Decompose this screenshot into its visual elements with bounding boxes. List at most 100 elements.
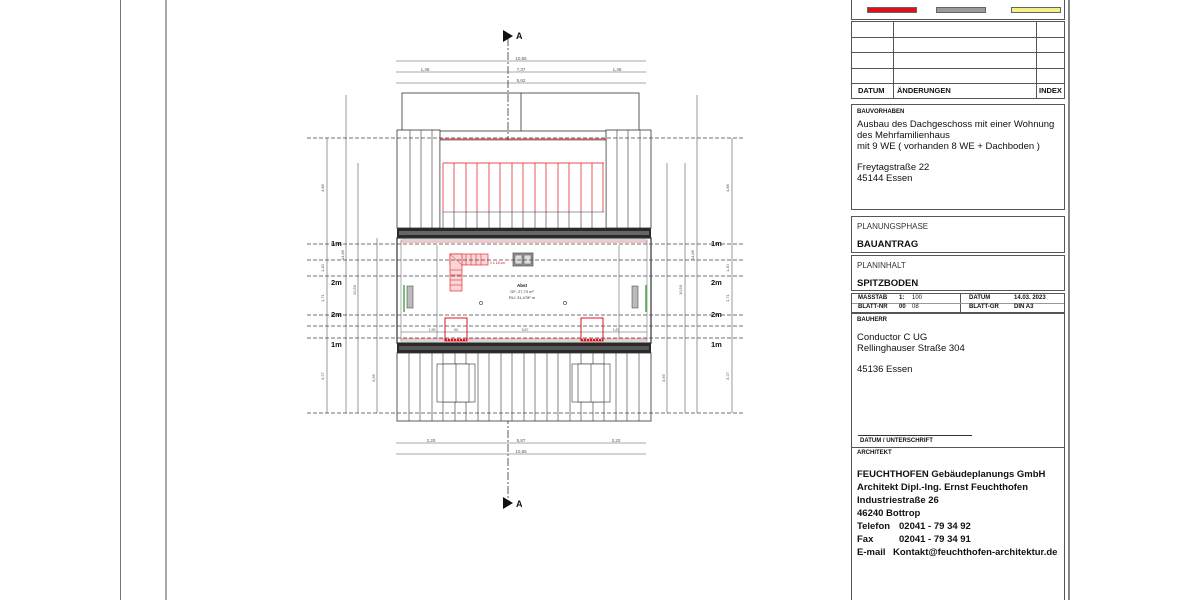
planungsphase-value: BAUANTRAG <box>857 239 919 250</box>
datum-label: DATUM <box>969 295 991 301</box>
blatt-nr-value: 00 <box>899 304 906 310</box>
svg-text:90: 90 <box>454 328 458 332</box>
svg-text:1,71: 1,71 <box>725 293 730 302</box>
svg-text:2m: 2m <box>331 310 342 319</box>
svg-text:1,45: 1,45 <box>421 67 430 72</box>
svg-text:4,88: 4,88 <box>725 183 730 192</box>
svg-text:14,86: 14,86 <box>340 249 345 260</box>
changes-table: DATUM ÄNDERUNGEN INDEX <box>851 21 1065 99</box>
architekt-box: ARCHITEKT FEUCHTHOFEN Gebäudeplanungs Gm… <box>851 447 1065 600</box>
changes-header-date: DATUM <box>858 86 885 95</box>
svg-text:2m: 2m <box>331 278 342 287</box>
floor-plan-drawing: A A 10,65 7,37 1,45 1,45 5,62 <box>307 30 745 509</box>
svg-text:A: A <box>516 31 523 41</box>
svg-text:14,86: 14,86 <box>690 249 695 260</box>
svg-text:3,56: 3,56 <box>661 373 666 382</box>
section-marker-bottom: A <box>503 497 523 509</box>
svg-text:4,88: 4,88 <box>320 183 325 192</box>
architekt-email[interactable]: Kontakt@feuchthofen-architektur.de <box>893 547 1058 558</box>
architekt-company: FEUCHTHOFEN Gebäudeplanungs GmbH <box>857 469 1046 480</box>
architekt-email-label: E-mail <box>857 547 886 558</box>
bauvorhaben-line3: mit 9 WE ( vorhanden 8 WE + Dachboden ) <box>857 141 1040 152</box>
architekt-city: 46240 Bottrop <box>857 508 921 519</box>
architekt-fax-label: Fax <box>857 534 874 545</box>
architekt-person: Architekt Dipl.-Ing. Ernst Feuchthofen <box>857 482 1029 493</box>
legend-abbruch-swatch <box>1011 7 1061 13</box>
planinhalt-label: PLANINHALT <box>857 261 906 270</box>
massstab-value: 1: <box>899 295 905 301</box>
bauherr-box: BAUHERR Conductor C UG Rellinghauser Str… <box>851 313 1065 448</box>
svg-text:2,20: 2,20 <box>427 438 436 443</box>
svg-text:1,40: 1,40 <box>725 263 730 272</box>
svg-text:1,87: 1,87 <box>613 328 620 332</box>
bauvorhaben-city: 45144 Essen <box>857 173 913 184</box>
bauvorhaben-street: Freytagstraße 22 <box>857 162 930 173</box>
legend-bestand-label: BESTAND <box>936 0 986 2</box>
svg-text:1m: 1m <box>331 340 342 349</box>
svg-text:5,62: 5,62 <box>517 78 526 83</box>
bauherr-label: BAUHERR <box>857 317 887 323</box>
svg-text:10,65: 10,65 <box>515 56 527 61</box>
architekt-phone-label: Telefon <box>857 521 891 532</box>
bauvorhaben-line2: des Mehrfamilienhaus <box>857 130 950 141</box>
architekt-phone: 02041 - 79 34 92 <box>899 521 971 532</box>
legend-neubau-label: NEUBAU <box>867 0 917 2</box>
legend-abbruch-label: ABBRUCH <box>1011 0 1061 2</box>
svg-text:5,87: 5,87 <box>522 328 529 332</box>
svg-text:10,65: 10,65 <box>515 449 527 454</box>
title-block: NEUBAU BESTAND ABBRUCH DATUM ÄNDERUNGEN … <box>851 0 1067 600</box>
room-area-ru: RU: 31,478² m <box>509 295 536 300</box>
legend: NEUBAU BESTAND ABBRUCH <box>851 0 1065 20</box>
blatt-gr-label: BLATT-GR <box>969 304 999 310</box>
planungsphase-box: PLANUNGSPHASE BAUANTRAG <box>851 216 1065 253</box>
svg-text:A: A <box>516 499 523 509</box>
svg-text:2m: 2m <box>711 278 722 287</box>
datum-value: 14.03. 2023 <box>1014 295 1046 301</box>
bauvorhaben-label: BAUVORHABEN <box>857 109 905 115</box>
svg-text:3,56: 3,56 <box>371 373 376 382</box>
svg-text:2,20: 2,20 <box>612 438 621 443</box>
architekt-fax: 02041 - 79 34 91 <box>899 534 971 545</box>
svg-text:3,27: 3,27 <box>320 371 325 380</box>
svg-text:1,40: 1,40 <box>320 263 325 272</box>
section-marker-top: A <box>503 30 523 42</box>
architekt-label: ARCHITEKT <box>857 450 892 456</box>
page-border-left <box>120 0 121 600</box>
svg-text:10,50: 10,50 <box>678 284 683 295</box>
bauherr-street: Rellinghauser Straße 304 <box>857 343 965 354</box>
top-dimensions <box>396 60 646 84</box>
svg-text:1,55: 1,55 <box>429 328 436 332</box>
svg-text:5,87: 5,87 <box>517 438 526 443</box>
svg-text:1,71: 1,71 <box>320 293 325 302</box>
planungsphase-label: PLANUNGSPHASE <box>857 222 929 231</box>
planinhalt-value: SPITZBODEN <box>857 278 919 289</box>
bauvorhaben-line1: Ausbau des Dachgeschoss mit einer Wohnun… <box>857 119 1055 130</box>
page-border-inner <box>165 0 167 600</box>
signature-label: DATUM / UNTERSCHRIFT <box>860 438 933 444</box>
room-area-gf: GF: 27,73 m² <box>510 289 534 294</box>
architekt-street: Industriestraße 26 <box>857 495 939 506</box>
svg-text:2m: 2m <box>711 310 722 319</box>
height-markers: 1m 2m 2m 1m 1m 2m 2m 1m <box>331 239 722 349</box>
bauherr-city: 45136 Essen <box>857 364 913 375</box>
meta-box: MASSTAB 1: 100 BLATT-NR 00 08 DATUM 14.0… <box>851 293 1065 313</box>
svg-text:1 x 18 cm: 1 x 18 cm <box>490 261 505 265</box>
bauherr-name: Conductor C UG <box>857 332 928 343</box>
massstab-label: MASSTAB <box>858 295 888 301</box>
blatt-gr-value: DIN A3 <box>1014 304 1034 310</box>
changes-header-changes: ÄNDERUNGEN <box>897 86 951 95</box>
staircase <box>449 253 489 292</box>
svg-text:10,50: 10,50 <box>352 284 357 295</box>
svg-text:7,37: 7,37 <box>517 67 526 72</box>
svg-text:1m: 1m <box>711 239 722 248</box>
svg-text:1,45: 1,45 <box>613 67 622 72</box>
planinhalt-box: PLANINHALT SPITZBODEN <box>851 255 1065 291</box>
bauvorhaben-box: BAUVORHABEN Ausbau des Dachgeschoss mit … <box>851 104 1065 210</box>
svg-text:3,27: 3,27 <box>725 371 730 380</box>
legend-neubau-swatch <box>867 7 917 13</box>
changes-header-index: INDEX <box>1039 86 1062 95</box>
page-border-right <box>1068 0 1070 600</box>
blatt-nr-num: 08 <box>912 304 919 310</box>
legend-bestand-swatch <box>936 7 986 13</box>
massstab-num: 100 <box>912 295 923 301</box>
